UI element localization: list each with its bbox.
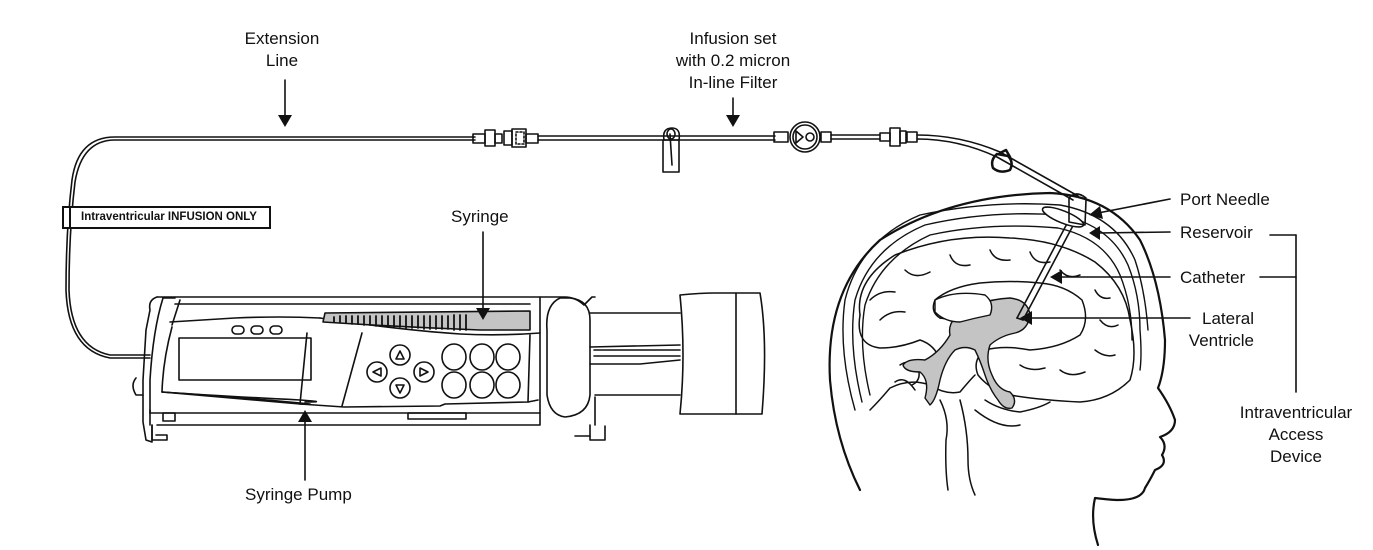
label-extension-line: Extension Line	[232, 28, 332, 72]
syringe-barrel	[322, 310, 531, 331]
label-extension-line-2: Line	[265, 51, 299, 70]
inline-filter	[773, 121, 881, 153]
label-infusion-set: Infusion set with 0.2 micron In-line Fil…	[658, 28, 808, 94]
label-infusion-set-1: Infusion set	[689, 29, 777, 48]
ventricle-system	[902, 292, 1031, 410]
label-infusion-set-2: with 0.2 micron	[675, 51, 791, 70]
arrow-port-needle	[1097, 198, 1171, 214]
pointer-arrows	[284, 79, 1297, 481]
label-lateral-ventricle: Lateral Ventricle	[1180, 308, 1254, 352]
head-outline	[828, 191, 1177, 547]
label-lateral-ventricle-1: Lateral	[1202, 309, 1254, 328]
label-access-device-3: Device	[1270, 447, 1322, 466]
syringe-pump	[132, 296, 606, 443]
pump-indicator-lights	[231, 325, 283, 335]
brain	[858, 236, 1135, 496]
label-syringe-pump: Syringe Pump	[245, 485, 352, 504]
label-infusion-set-3: In-line Filter	[688, 73, 778, 92]
label-reservoir: Reservoir	[1180, 223, 1253, 242]
label-lateral-ventricle-2: Ventricle	[1188, 331, 1254, 350]
access-device	[1016, 193, 1087, 321]
label-access-device-1: Intraventricular	[1239, 403, 1353, 422]
label-access-device-2: Access	[1268, 425, 1324, 444]
arrow-heads	[278, 115, 1103, 422]
label-access-device: Intraventricular Access Device	[1226, 402, 1366, 468]
label-syringe: Syringe	[451, 207, 509, 226]
pump-keypad	[366, 343, 521, 399]
label-extension-line-1: Extension	[244, 29, 320, 48]
arrow-reservoir	[1097, 231, 1171, 234]
label-catheter: Catheter	[1180, 268, 1246, 287]
label-port-needle: Port Needle	[1180, 190, 1270, 209]
slide-clamp	[662, 127, 681, 173]
skull-layers	[842, 203, 1149, 411]
luer-connector-right	[879, 127, 918, 147]
pump-display	[178, 337, 312, 381]
extension-line-tubing	[65, 136, 476, 359]
needle-tubing	[916, 134, 1079, 201]
syringe-driver	[539, 292, 766, 426]
luer-connector-left	[472, 128, 539, 148]
infusion-set-tubing	[537, 135, 776, 141]
line-tag-label: Intraventricular INFUSION ONLY	[69, 206, 271, 229]
tubing-clip	[990, 148, 1013, 173]
